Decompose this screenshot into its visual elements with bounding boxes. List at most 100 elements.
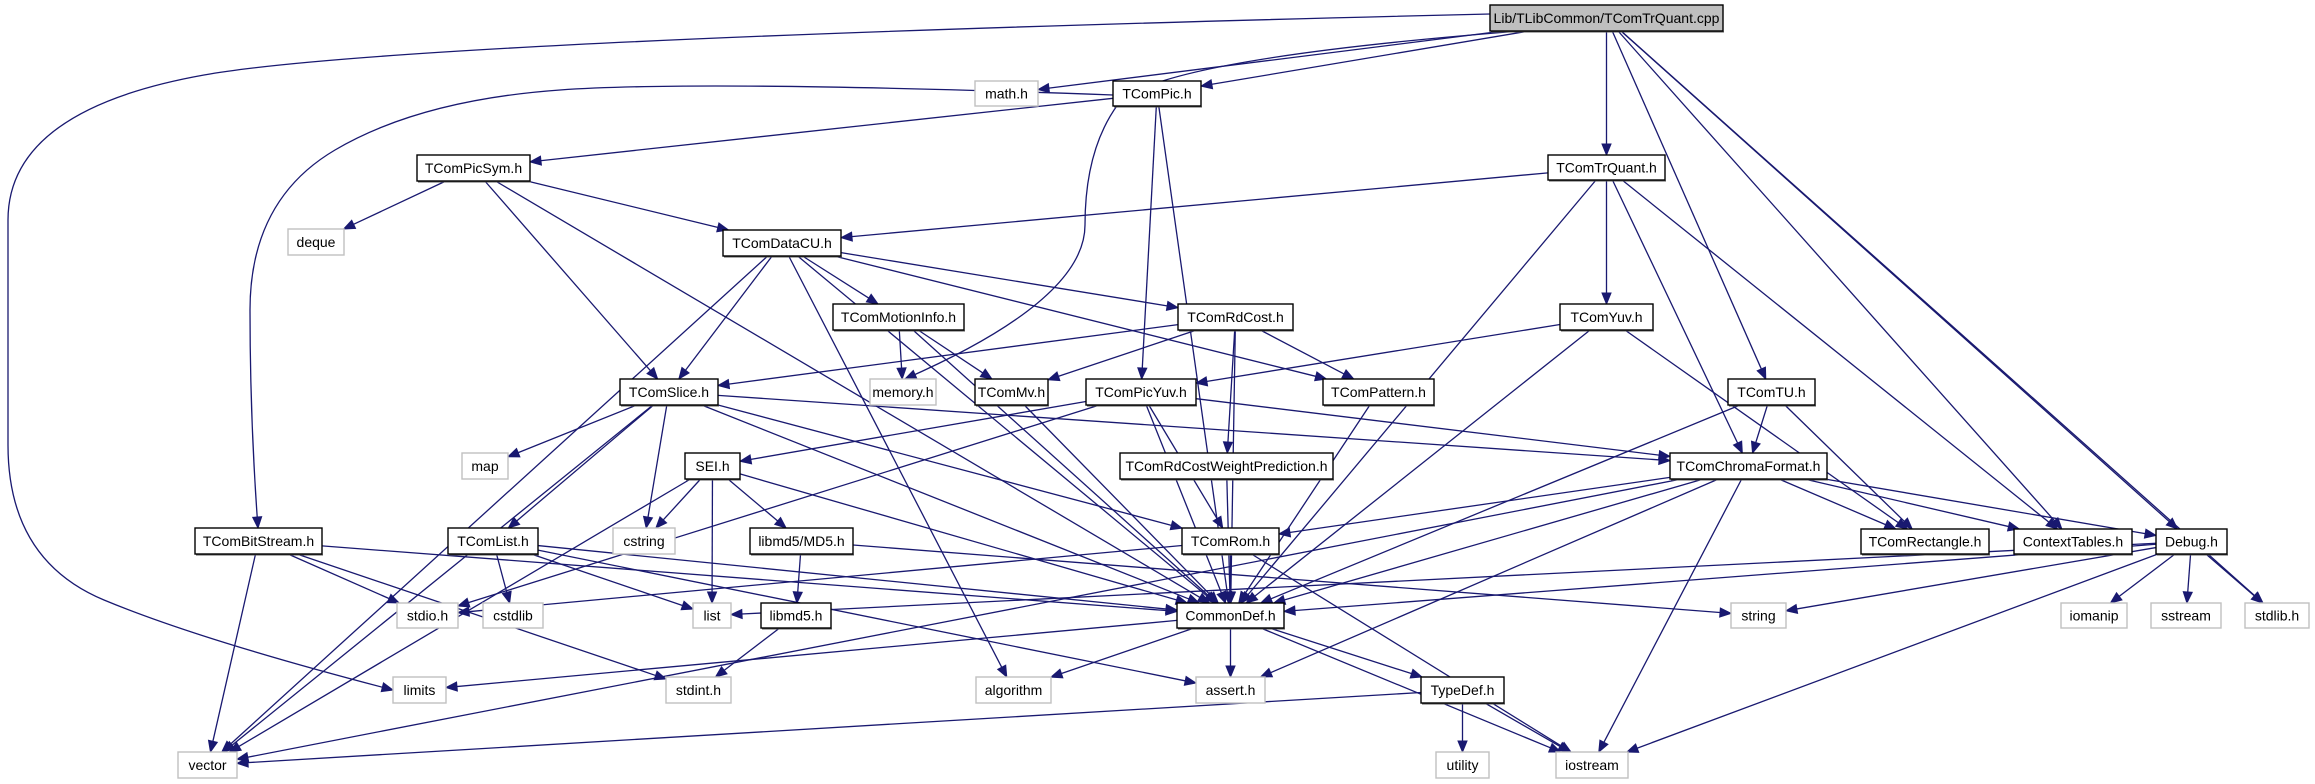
node-box[interactable] [416,154,531,182]
node-box[interactable] [1489,4,1724,32]
node-label: list [703,608,720,624]
edge-root-to-memory [904,30,1521,380]
node-tcomlist[interactable]: TComList.h [447,527,539,556]
edge-debug-to-string [1793,546,2157,611]
node-box[interactable] [760,602,832,629]
node-label: TComPic.h [1122,86,1191,102]
node-box[interactable] [1669,452,1828,480]
edge-root-to-tcompic-arrowhead-icon [1199,79,1214,90]
node-commondef[interactable]: CommonDef.h [1176,602,1285,630]
node-tcompattern[interactable]: TComPattern.h [1322,378,1435,407]
node-tcomyuv[interactable]: TComYuv.h [1559,303,1654,332]
edge-root-to-debug-arrowhead-icon [2165,517,2179,530]
edge-libmd5-to-stdint [721,627,781,673]
edge-typedef-to-iostream [1484,702,1563,749]
edge-tcomrdcost-to-tcomslice [725,323,1179,386]
node-tcomrom[interactable]: TComRom.h [1181,527,1280,556]
node-box [392,676,447,704]
node-box[interactable] [2155,528,2228,555]
edge-commondef-to-typedef-arrowhead-icon [1409,668,1424,679]
node-box[interactable] [194,527,323,555]
node-box[interactable] [1085,378,1197,406]
node-box [2060,602,2128,629]
node-box[interactable] [722,229,842,257]
edge-tcompic-to-tcompicyuv [1141,105,1157,372]
node-tcomtrquant[interactable]: TComTrQuant.h [1547,154,1666,182]
edge-debug-to-stdlib-arrowhead-icon [2250,591,2264,604]
edge-tcomchromaformat-to-contexttables [1804,478,2012,528]
node-tcommv[interactable]: TComMv.h [974,378,1049,407]
node-label: TComMv.h [978,384,1045,400]
node-box[interactable] [619,378,719,406]
edge-tcompicsym-to-tcomdatacu [526,180,721,229]
node-label: TComBitStream.h [203,533,314,549]
node-box [869,378,937,406]
node-iostream: iostream [1555,751,1629,779]
node-tcomtu[interactable]: TComTU.h [1727,378,1816,407]
node-box[interactable] [1177,303,1294,331]
node-box[interactable] [1559,303,1654,331]
node-box[interactable] [1727,378,1816,406]
node-tcomdatacu[interactable]: TComDataCU.h [722,229,842,258]
node-tcompicyuv[interactable]: TComPicYuv.h [1085,378,1197,407]
edge-commondef-to-iostream [1260,627,1554,750]
node-box[interactable] [832,303,965,331]
node-tcompic[interactable]: TComPic.h [1112,80,1202,108]
node-box[interactable] [1547,154,1666,181]
node-sei[interactable]: SEI.h [684,452,741,481]
node-box[interactable] [1420,676,1505,704]
edge-tcomtrquant-to-tcomchromaformat [1611,179,1740,447]
node-box[interactable] [447,527,539,555]
node-tcombitstream[interactable]: TComBitStream.h [194,527,323,556]
node-box[interactable] [2013,528,2133,555]
edge-tcomdatacu-to-algorithm-arrowhead-icon [996,664,1008,679]
node-tcomrdcost[interactable]: TComRdCost.h [1177,303,1294,332]
node-label: TComRdCost.h [1187,309,1283,325]
node-label: TComChromaFormat.h [1677,458,1821,474]
node-box [692,602,732,629]
node-label: string [1741,608,1775,624]
node-box[interactable] [1119,452,1334,480]
node-tcomrectangle[interactable]: TComRectangle.h [1860,528,1990,556]
node-box[interactable] [1860,528,1990,555]
node-md5[interactable]: libmd5/MD5.h [749,527,854,556]
edge-typedef-to-vector-arrowhead-icon [235,757,249,768]
node-box[interactable] [974,378,1049,406]
edge-debug-to-iostream [1634,553,2159,750]
node-libmd5[interactable]: libmd5.h [760,602,832,630]
edge-debug-to-iomanip [2116,553,2176,599]
node-string: string [1730,602,1787,629]
node-typedef[interactable]: TypeDef.h [1420,676,1505,705]
edge-tcompicsym-to-tcomslice-arrowhead-icon [646,366,659,380]
node-box[interactable] [1181,527,1280,555]
edge-tcomchromaformat-to-commondef [1281,478,1704,602]
node-label: iostream [1565,757,1619,773]
node-algorithm: algorithm [975,676,1052,704]
node-tcompicsym[interactable]: TComPicSym.h [416,154,531,183]
edge-tcomtrquant-to-contexttables-arrowhead-icon [2045,517,2059,530]
edge-commondef-to-limits-arrowhead-icon [444,681,458,692]
edge-root-to-tcomtu [1611,30,1764,372]
node-tcomrdcostwp[interactable]: TComRdCostWeightPrediction.h [1119,452,1334,481]
edge-tcomrom-to-commondef-arrowhead-icon [1225,591,1236,605]
node-box[interactable] [684,452,741,480]
node-contexttables[interactable]: ContextTables.h [2013,528,2133,556]
edge-typedef-to-utility-arrowhead-icon [1457,740,1468,754]
edge-typedef-to-vector [244,691,1422,764]
node-tcomslice[interactable]: TComSlice.h [619,378,719,407]
edge-tcompicsym-to-tcomslice [484,180,653,374]
node-tcommotioninfo[interactable]: TComMotionInfo.h [832,303,965,332]
node-box [287,228,345,256]
edge-commondef-to-assert-arrowhead-icon [1225,665,1236,679]
edge-tcomdatacu-to-tcomslice [683,255,773,374]
node-box[interactable] [749,527,854,555]
node-root[interactable]: Lib/TLibCommon/TComTrQuant.cpp [1489,4,1724,33]
node-tcomchromaformat[interactable]: TComChromaFormat.h [1669,452,1828,481]
node-box[interactable] [1322,378,1435,406]
node-box[interactable] [1176,602,1285,629]
node-label: cstring [623,533,664,549]
node-debug[interactable]: Debug.h [2155,528,2228,556]
edge-tcomlist-to-commondef [537,544,1170,610]
node-box[interactable] [1112,80,1202,107]
node-label: Lib/TLibCommon/TComTrQuant.cpp [1494,10,1720,26]
